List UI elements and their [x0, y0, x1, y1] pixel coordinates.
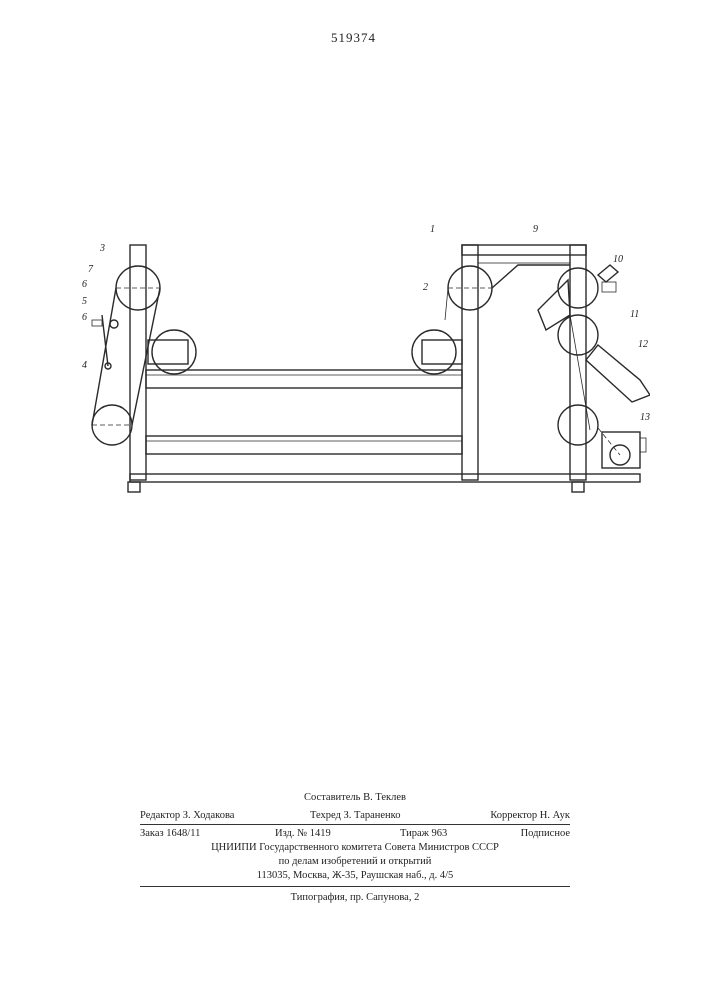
techred: Техред З. Тараненко — [310, 810, 400, 821]
top-beam-inner — [478, 255, 570, 263]
left-upright — [130, 245, 146, 480]
drive-wheel-left — [152, 330, 196, 374]
label-11: 11 — [630, 309, 639, 320]
bracket-5 — [92, 320, 102, 326]
label-12: 12 — [638, 339, 648, 350]
institute: ЦНИИПИ Государственного комитета Совета … — [140, 842, 570, 853]
drive-wheel-middle — [412, 330, 456, 374]
subscription: Подписное — [521, 828, 570, 839]
order: Заказ 1648/11 — [140, 828, 200, 839]
top-beam — [462, 245, 586, 255]
technical-drawing: 3 7 6 5 6 4 1 2 9 10 11 12 13 — [50, 220, 650, 510]
label-1: 1 — [430, 224, 435, 235]
gearbox-knob — [640, 438, 646, 452]
handle-10 — [598, 265, 618, 282]
editor: Редактор З. Ходакова — [140, 810, 234, 821]
patent-number: 519374 — [0, 30, 707, 46]
edition: Изд. № 1419 — [275, 828, 331, 839]
middle-upright — [462, 245, 478, 480]
label-4: 4 — [82, 360, 87, 371]
roller-middle-top — [448, 266, 492, 310]
roller-right-top — [558, 268, 598, 308]
label-5: 5 — [82, 296, 87, 307]
roller-left-top — [116, 266, 160, 310]
label-7: 7 — [88, 264, 94, 275]
clamp-11 — [602, 282, 616, 292]
base-bar — [130, 474, 640, 482]
label-6b: 6 — [82, 312, 87, 323]
label-6a: 6 — [82, 279, 87, 290]
divider-bottom — [140, 886, 570, 887]
affairs: по делам изобретений и открытий — [140, 856, 570, 867]
label-9: 9 — [533, 224, 538, 235]
divider-top — [140, 824, 570, 825]
upper-bed-rail — [146, 370, 462, 388]
lower-bed-rail — [146, 436, 462, 454]
gearbox-13 — [602, 432, 640, 468]
printer: Типография, пр. Сапунова, 2 — [140, 892, 570, 903]
address: 113035, Москва, Ж-35, Раушская наб., д. … — [140, 870, 570, 881]
foot-left — [128, 482, 140, 492]
label-10: 10 — [613, 254, 623, 265]
roller-right-bottom — [558, 405, 598, 445]
foot-right — [572, 482, 584, 492]
roller-right-middle — [558, 315, 598, 355]
corrector: Корректор Н. Аук — [490, 810, 570, 821]
chute-12 — [586, 345, 650, 402]
compiler: Составитель В. Теклев — [140, 792, 570, 803]
circulation: Тираж 963 — [400, 828, 447, 839]
label-2: 2 — [423, 282, 428, 293]
screw-7 — [110, 320, 118, 328]
label-3: 3 — [99, 243, 105, 254]
label-13: 13 — [640, 412, 650, 423]
scraper — [538, 280, 570, 330]
